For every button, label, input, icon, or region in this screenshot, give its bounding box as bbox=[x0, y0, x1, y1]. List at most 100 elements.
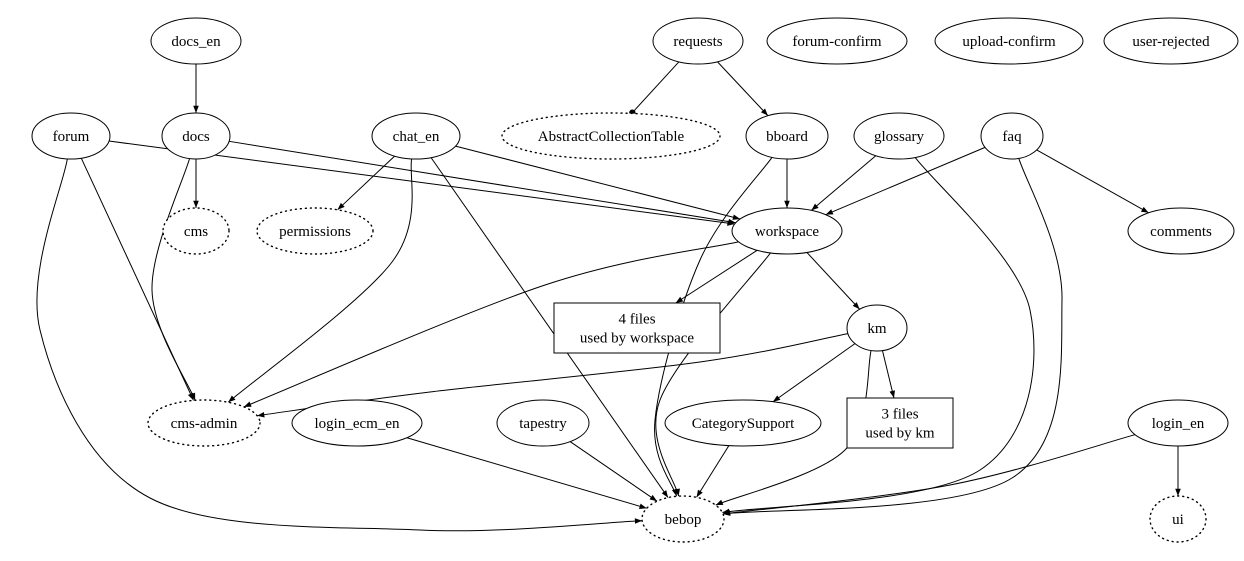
edge-chat_en-permissions bbox=[337, 155, 395, 211]
node-shape bbox=[1149, 495, 1207, 543]
node-label: workspace bbox=[755, 224, 819, 240]
edge-km-CategorySupport bbox=[772, 343, 856, 403]
edge-faq-bebop bbox=[722, 158, 1063, 516]
node-ui: ui bbox=[1149, 495, 1207, 543]
node-shape bbox=[745, 112, 829, 160]
node-label: upload-confirm bbox=[962, 34, 1056, 50]
edge-glossary-bebop bbox=[722, 157, 1035, 515]
node-label: docs bbox=[182, 129, 210, 145]
node-shape bbox=[1127, 207, 1235, 255]
node-shape bbox=[291, 399, 423, 447]
edge-forum-bebop bbox=[36, 158, 643, 532]
node-label: tapestry bbox=[519, 416, 567, 432]
edge-chat_en-bebop bbox=[430, 157, 669, 498]
edge-login_en-bebop bbox=[722, 434, 1136, 516]
node-shape bbox=[766, 17, 908, 65]
node-label: docs_en bbox=[171, 34, 221, 50]
node-label: comments bbox=[1150, 224, 1212, 240]
edge-faq-comments bbox=[1036, 149, 1149, 214]
node-user-rejected: user-rejected bbox=[1103, 17, 1239, 65]
node-shape bbox=[980, 112, 1044, 160]
node-label: cms bbox=[184, 224, 208, 240]
node-CategorySupport: CategorySupport bbox=[664, 399, 822, 447]
node-label: bebop bbox=[665, 512, 702, 528]
edge-requests-bboard bbox=[717, 61, 769, 116]
node-comments: comments bbox=[1127, 207, 1235, 255]
node-shape bbox=[664, 399, 822, 447]
edge-CategorySupport-bebop bbox=[696, 445, 730, 498]
node-forum: forum bbox=[31, 112, 111, 160]
node-shape bbox=[256, 207, 374, 255]
edge-km-bebop bbox=[715, 350, 872, 506]
edge-workspace-bebop bbox=[655, 252, 771, 497]
node-cms: cms bbox=[162, 207, 230, 255]
node-layer: docs_en requests forum-confirm upload-confi… bbox=[31, 17, 1239, 543]
edge-workspace-km bbox=[806, 252, 860, 310]
edge-workspace-cms-admin bbox=[243, 241, 739, 408]
node-shape bbox=[162, 207, 230, 255]
node-shape bbox=[150, 17, 242, 65]
node-label: CategorySupport bbox=[692, 416, 795, 432]
node-shape bbox=[652, 17, 744, 65]
node-shape bbox=[553, 302, 721, 354]
node-bebop: bebop bbox=[641, 495, 725, 543]
edge-faq-workspace bbox=[825, 146, 986, 216]
node-shape bbox=[161, 112, 231, 160]
node-km: km bbox=[846, 304, 908, 352]
node-shape bbox=[641, 495, 725, 543]
edge-workspace-files_workspace bbox=[675, 249, 758, 304]
edge-requests-AbstractCollectionTable bbox=[629, 61, 680, 116]
node-label: chat_en bbox=[393, 129, 440, 145]
node-shape bbox=[846, 304, 908, 352]
edge-tapestry-bebop bbox=[569, 441, 658, 502]
node-shape bbox=[31, 112, 111, 160]
node-shape bbox=[147, 399, 261, 447]
edge-chat_en-cms-admin bbox=[227, 158, 413, 403]
node-login_en: login_en bbox=[1127, 399, 1229, 447]
node-label: AbstractCollectionTable bbox=[538, 129, 685, 145]
node-workspace: workspace bbox=[731, 207, 843, 255]
edge-chat_en-workspace bbox=[455, 145, 741, 220]
node-docs_en: docs_en bbox=[150, 17, 242, 65]
node-login_ecm_en: login_ecm_en bbox=[291, 399, 423, 447]
node-label: permissions bbox=[279, 224, 351, 240]
node-shape bbox=[1127, 399, 1229, 447]
node-requests: requests bbox=[652, 17, 744, 65]
node-permissions: permissions bbox=[256, 207, 374, 255]
node-shape bbox=[853, 112, 945, 160]
node-shape bbox=[846, 397, 954, 449]
node-label: login_ecm_en bbox=[315, 416, 400, 432]
edge-glossary-workspace bbox=[810, 155, 877, 211]
node-chat_en: chat_en bbox=[371, 112, 461, 160]
node-cms-admin: cms-admin bbox=[147, 399, 261, 447]
node-label: bboard bbox=[766, 129, 808, 145]
node-shape bbox=[934, 17, 1084, 65]
edge-docs-cms-admin bbox=[151, 158, 196, 401]
node-label: requests bbox=[673, 34, 722, 50]
node-label: faq bbox=[1002, 129, 1022, 145]
node-shape bbox=[501, 112, 721, 160]
node-shape bbox=[496, 399, 590, 447]
node-label: login_en bbox=[1152, 416, 1205, 432]
node-shape bbox=[731, 207, 843, 255]
node-shape bbox=[1103, 17, 1239, 65]
node-label: user-rejected bbox=[1132, 34, 1210, 50]
node-label: cms-admin bbox=[171, 416, 238, 432]
node-docs: docs bbox=[161, 112, 231, 160]
node-label: ui bbox=[1172, 512, 1184, 528]
node-shape bbox=[371, 112, 461, 160]
node-upload-confirm: upload-confirm bbox=[934, 17, 1084, 65]
node-glossary: glossary bbox=[853, 112, 945, 160]
node-AbstractCollectionTable: AbstractCollectionTable bbox=[501, 112, 721, 160]
node-label: forum-confirm bbox=[792, 34, 881, 50]
node-faq: faq bbox=[980, 112, 1044, 160]
node-label: glossary bbox=[874, 129, 924, 145]
edge-km-files_km bbox=[881, 350, 895, 399]
edge-docs-workspace bbox=[228, 140, 736, 225]
